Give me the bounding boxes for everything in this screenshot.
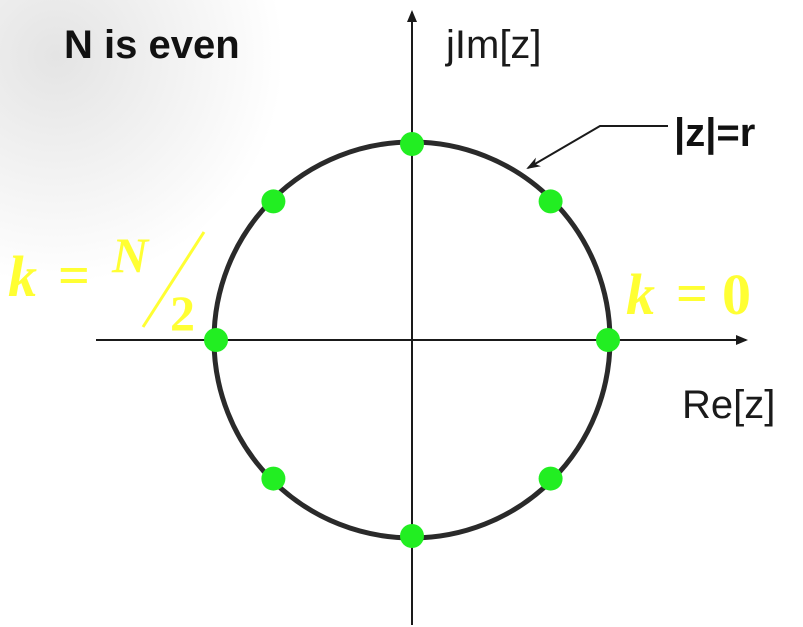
svg-text:k: k	[626, 262, 655, 327]
svg-text:N: N	[111, 227, 150, 283]
diagram-title: N is even	[64, 23, 240, 67]
svg-text:k: k	[8, 244, 37, 309]
root-point	[261, 466, 286, 491]
root-point	[400, 524, 424, 548]
roots-group	[204, 132, 620, 548]
svg-text:=: =	[58, 245, 90, 307]
root-point	[204, 328, 228, 352]
svg-text:0: 0	[722, 262, 751, 327]
root-point	[400, 132, 424, 156]
root-point	[596, 328, 620, 352]
annotation-k-equals-0: k = 0	[626, 262, 751, 327]
root-point	[261, 189, 286, 214]
root-point	[538, 466, 563, 491]
circle-label-pointer	[526, 125, 668, 170]
svg-text:=: =	[676, 263, 708, 325]
circle-label: |z|=r	[674, 111, 755, 155]
y-axis-label: jIm[z]	[445, 23, 542, 67]
svg-text:2: 2	[170, 285, 195, 341]
root-point	[538, 189, 563, 214]
x-axis-label: Re[z]	[682, 383, 775, 427]
annotation-k-equals-n-over-2: k = N 2	[8, 227, 206, 341]
